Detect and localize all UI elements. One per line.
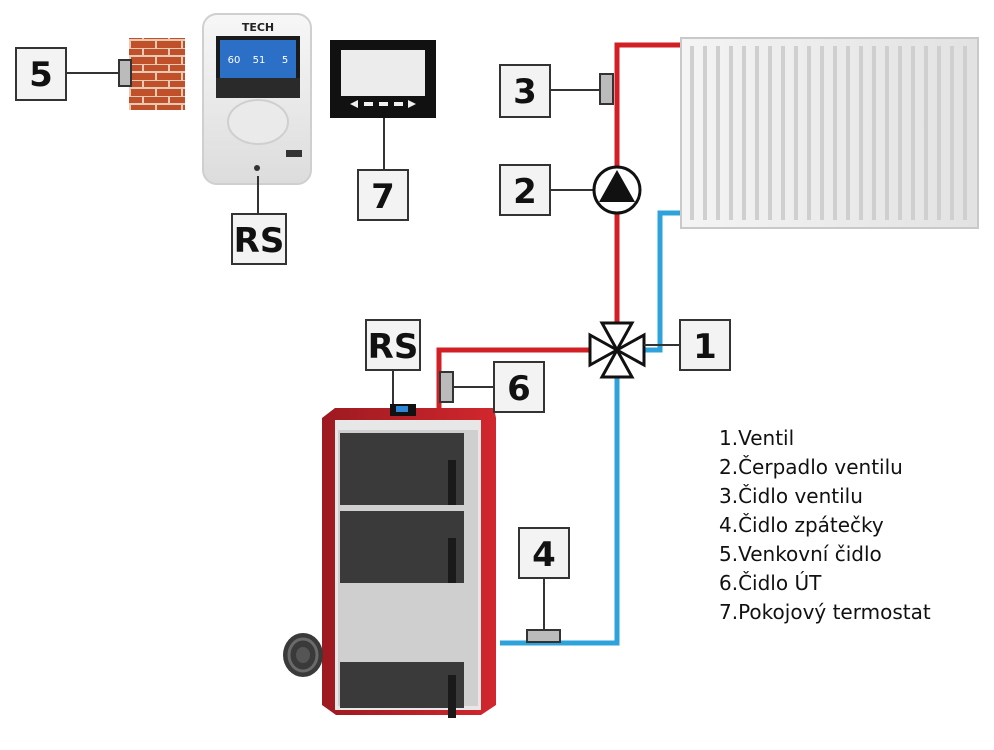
callout-label-6: 6 xyxy=(507,369,531,409)
legend-item-2: 2.Čerpadlo ventilu xyxy=(719,455,903,479)
legend-item-7: 7.Pokojový termostat xyxy=(719,600,931,624)
callout-label-4: 4 xyxy=(532,535,556,575)
callout-label-5: 5 xyxy=(29,55,53,95)
outdoor-sensor xyxy=(118,59,132,87)
controller-unit xyxy=(202,13,312,185)
controller-value-1: 60 xyxy=(228,55,241,66)
callout-box-1 xyxy=(679,319,731,371)
callout-box-5 xyxy=(15,47,67,101)
callout-label-7: 7 xyxy=(371,177,395,217)
boiler-burner xyxy=(283,633,323,677)
callout-box-rs-top xyxy=(231,213,287,265)
legend-item-1: 1.Ventil xyxy=(719,426,795,450)
controller-value-2: 51 xyxy=(253,55,266,66)
return-sensor xyxy=(526,629,561,643)
callout-box-rs-boiler xyxy=(365,319,421,371)
callout-box-2 xyxy=(499,164,551,216)
radiator xyxy=(680,37,979,229)
legend: 1.Ventil 2.Čerpadlo ventilu 3.Čidlo vent… xyxy=(719,424,931,627)
pump-icon xyxy=(592,165,642,215)
legend-item-5: 5.Venkovní čidlo xyxy=(719,542,882,566)
valve-sensor xyxy=(599,73,614,105)
boiler xyxy=(322,404,496,718)
heating-sensor xyxy=(439,371,454,403)
callout-box-4 xyxy=(518,527,570,579)
legend-item-3: 3.Čidlo ventilu xyxy=(719,484,863,508)
controller-brand: TECH xyxy=(242,21,274,34)
callout-label-3: 3 xyxy=(513,72,537,112)
callout-label-rs-boiler: RS xyxy=(368,327,419,367)
controller-value-3: 5 xyxy=(282,55,288,66)
callout-label-2: 2 xyxy=(513,172,537,212)
legend-item-6: 6.Čidlo ÚT xyxy=(719,571,822,595)
legend-item-4: 4.Čidlo zpátečky xyxy=(719,513,884,537)
outdoor-wall xyxy=(129,38,185,110)
mixing-valve-icon xyxy=(588,321,646,379)
callout-box-7 xyxy=(357,169,409,221)
supply-pipe xyxy=(436,42,683,410)
callout-label-1: 1 xyxy=(693,327,717,367)
room-thermostat xyxy=(330,40,436,118)
callout-box-6 xyxy=(493,361,545,413)
callout-label-rs-top: RS xyxy=(234,221,285,261)
